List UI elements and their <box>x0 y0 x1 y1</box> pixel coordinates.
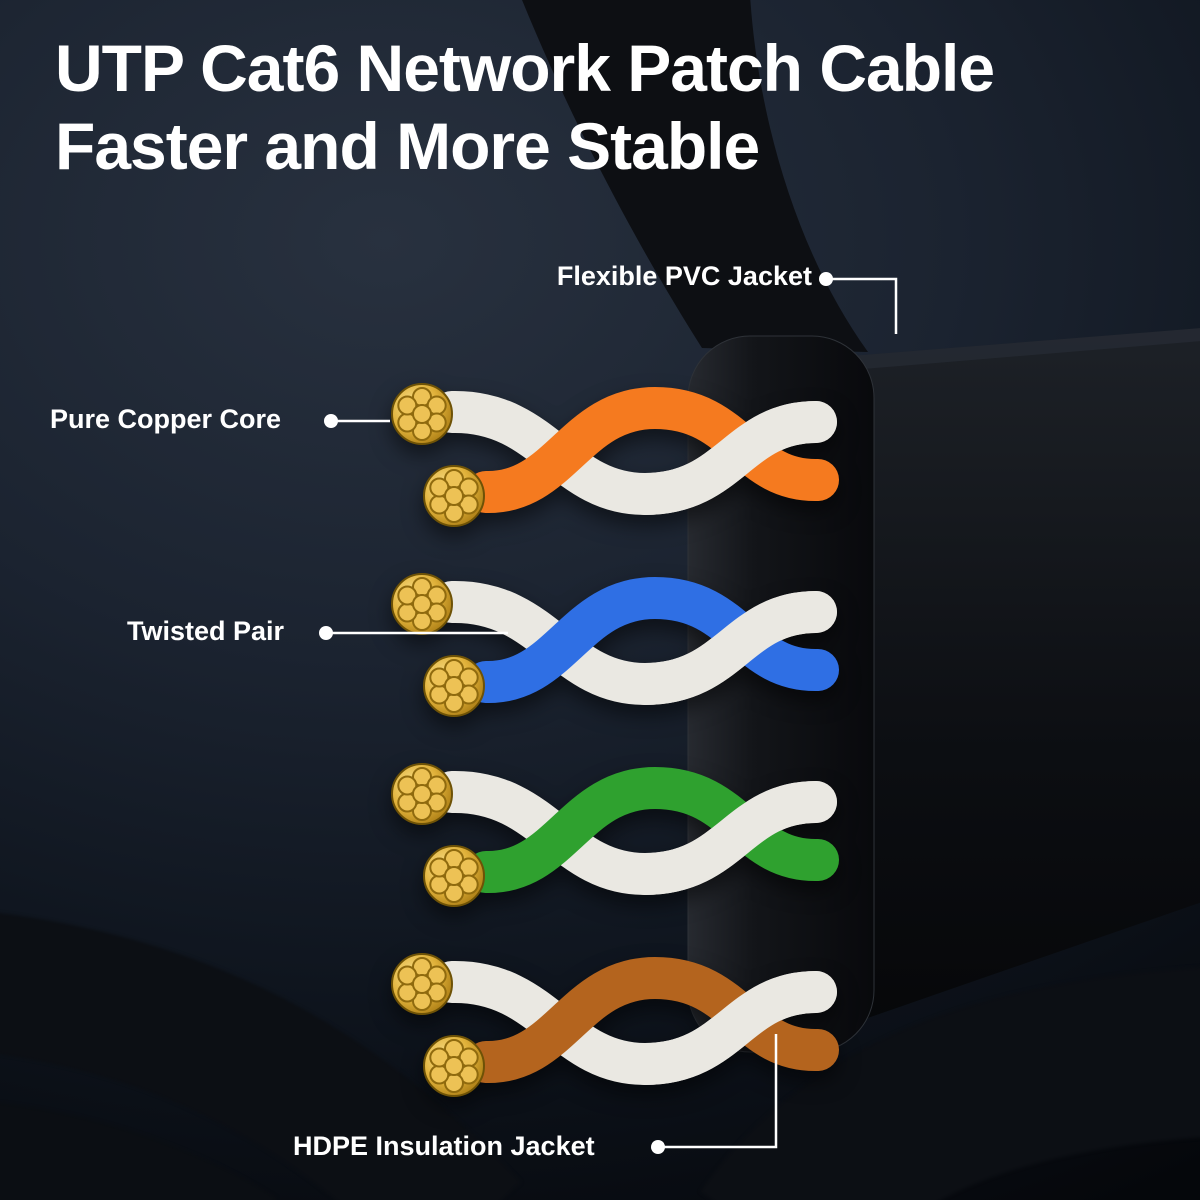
cable-band-bottom-right <box>700 967 1200 1200</box>
callout-hdpe-jacket-label: HDPE Insulation Jacket <box>293 1131 595 1161</box>
copper-core-tip <box>423 845 485 907</box>
wire-white-over <box>624 971 837 1085</box>
flat-cable-body <box>800 328 1200 1038</box>
flat-cable-surface <box>800 328 1200 1038</box>
copper-core-tip <box>391 763 453 825</box>
callout-pvc-jacket-line <box>819 272 898 334</box>
twisted-pair-blue-white <box>391 573 839 717</box>
wire-white-over <box>624 781 837 895</box>
copper-core-tip <box>391 383 453 445</box>
callout-hdpe-jacket-line <box>651 1034 778 1154</box>
twisted-pair-orange-white <box>391 383 839 527</box>
copper-core-tip <box>423 655 485 717</box>
copper-core-tip <box>391 953 453 1015</box>
cable-band-bottom-left <box>0 913 522 1200</box>
twisted-pair-brown-white <box>391 953 839 1097</box>
copper-core-tip <box>423 465 485 527</box>
callout-twisted-pair-label: Twisted Pair <box>127 616 285 646</box>
cable-band-bottom-left-corner <box>0 1102 277 1200</box>
callout-copper-core-line <box>324 414 390 428</box>
background-cable-bands <box>0 913 1200 1200</box>
copper-core-tip <box>391 573 453 635</box>
wire-brown <box>465 956 839 1083</box>
callout-line <box>826 277 898 334</box>
copper-core-tip <box>423 1035 485 1097</box>
callout-line <box>658 1034 778 1149</box>
title-line-2: Faster and More Stable <box>55 108 760 183</box>
flat-cable-top-highlight <box>800 328 1200 374</box>
wire-green <box>465 766 839 893</box>
wire-orange <box>465 386 839 513</box>
callout-pvc-jacket-label: Flexible PVC Jacket <box>556 261 812 291</box>
twisted-pair-green-white <box>391 763 839 907</box>
wire-white-over <box>624 401 837 515</box>
page-title: UTP Cat6 Network Patch Cable Faster and … <box>55 30 995 186</box>
callout-twisted-pair-line <box>319 626 508 640</box>
cable-bend-top <box>522 0 868 352</box>
callout-copper-core-label: Pure Copper Core <box>50 404 282 434</box>
wire-white-over <box>624 591 837 705</box>
wire-blue <box>465 576 839 703</box>
title-line-1: UTP Cat6 Network Patch Cable <box>55 31 995 105</box>
